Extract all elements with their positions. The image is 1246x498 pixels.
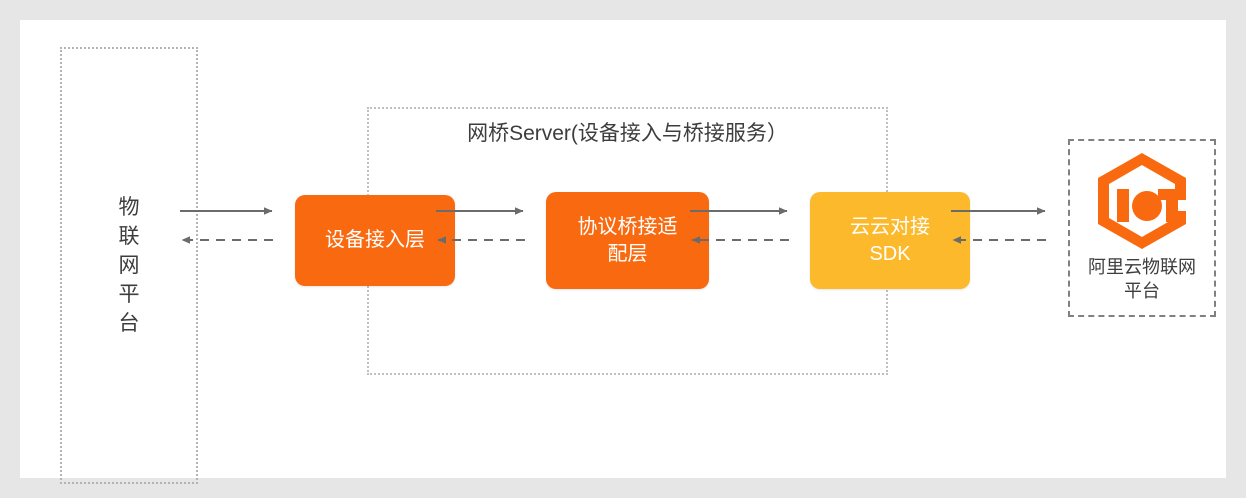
node-iot-platform-left-label: 物 联 网 平 台 (118, 196, 140, 335)
node-alibaba-cloud-iot-platform[interactable]: 阿里云物联网 平台 (1068, 139, 1216, 317)
container-bridge-server-title: 网桥Server(设备接入与桥接服务） (467, 122, 788, 145)
node-protocol-bridge-adapter-layer[interactable]: 协议桥接适 配层 (546, 192, 709, 289)
node-cloud-to-cloud-sdk[interactable]: 云云对接 SDK (810, 192, 970, 289)
node-iot-platform-left[interactable]: 物 联 网 平 台 (60, 47, 198, 484)
node-alibaba-cloud-iot-platform-label: 阿里云物联网 平台 (1088, 257, 1196, 301)
diagram-panel: 物 联 网 平 台 网桥Server(设备接入与桥接服务） 设备接入层 协议桥接… (20, 20, 1226, 484)
node-device-access-layer[interactable]: 设备接入层 (295, 195, 455, 286)
alibaba-cloud-iot-logo-icon (1098, 153, 1186, 249)
